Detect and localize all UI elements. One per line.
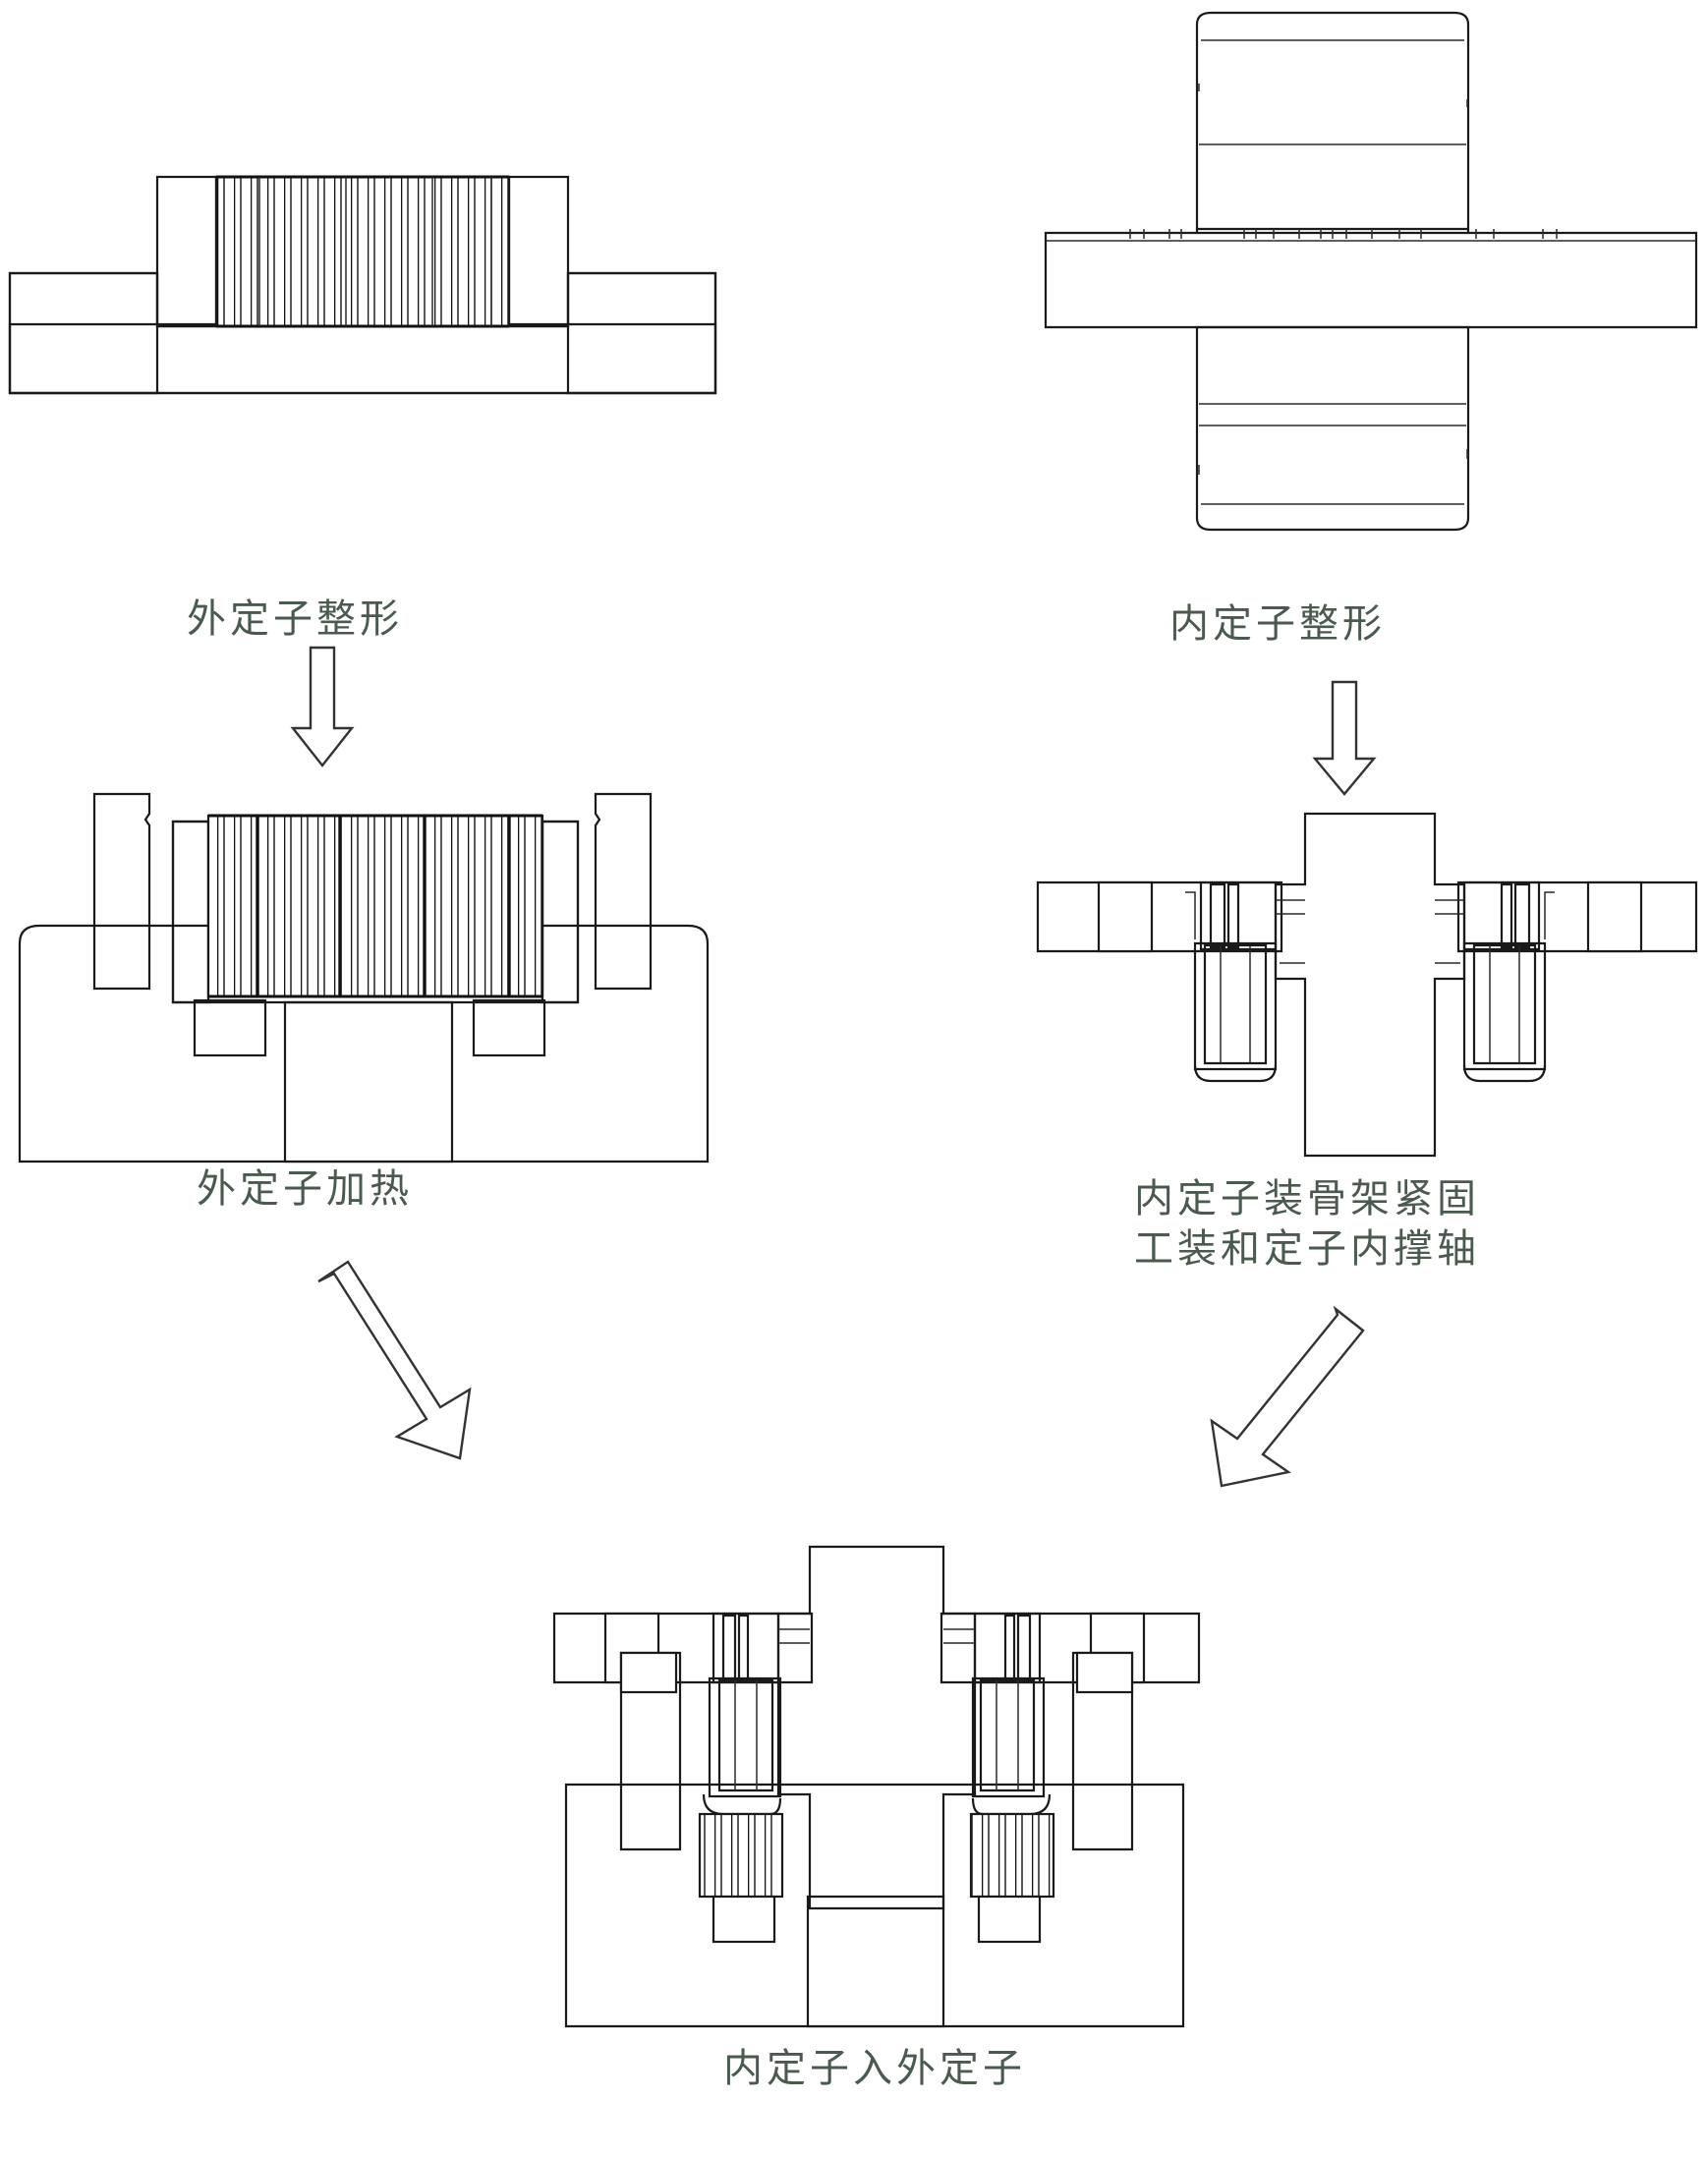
caption-outer-stator-heating: 外定子加热: [197, 1166, 413, 1212]
inner-stator-lower-body: [1195, 325, 1470, 532]
outer-housing-base: [564, 1783, 1185, 2028]
frame-fixture-plate-left: [1036, 880, 1283, 953]
plate-window-left: [1097, 880, 1154, 953]
caption-inner-stator-fixture: 内定子装骨架紧固 工装和定子内撑轴: [1134, 1176, 1480, 1273]
diagonal-arrow-glyph: [317, 1260, 472, 1460]
caption-outer-stator-shaping: 外定子整形: [187, 596, 403, 642]
flange-slot-ticks: [1129, 229, 1558, 239]
stack-foot-left: [712, 1895, 776, 1944]
die-base-right: [566, 271, 717, 395]
column-notch-right: [1075, 1651, 1134, 1694]
inner-stator-fixture-drawing: [1036, 812, 1698, 1158]
stator-pack-left: [1185, 880, 1278, 1083]
die-base-left: [8, 271, 159, 395]
arrow-heating-to-assembly: [285, 1248, 511, 1484]
caption-inner-stator-shaping: 内定子整形: [1169, 601, 1386, 647]
figure-inner-into-outer: [531, 1504, 1219, 2034]
diagonal-arrow-glyph: [1210, 1305, 1365, 1488]
caption-inner-into-outer: 内定子入外定子: [723, 2046, 1026, 2091]
inner-lamination-right: [971, 1814, 1053, 1897]
inner-into-outer-drawing: [552, 1545, 1201, 2028]
pocket-left: [193, 998, 267, 1057]
inner-stator-upper-body: [1195, 11, 1470, 231]
frame-fixture-plate-right: [1456, 880, 1698, 953]
inner-stator-flange-plate: [1044, 231, 1698, 329]
stack-foot-right: [977, 1895, 1042, 1944]
assembled-inner-shaft: [776, 1545, 977, 1910]
inner-support-shaft: [1274, 812, 1466, 1158]
stator-lamination-stack: [216, 177, 509, 326]
clamp-jaw-left: [92, 792, 151, 991]
stator-pack-right: [1462, 880, 1555, 1083]
down-arrow-glyph: [290, 646, 355, 767]
heating-fixture-base: [18, 924, 710, 1164]
arrow-outer-shaping-to-heating: [275, 644, 370, 769]
stator-seat-right: [541, 820, 580, 1004]
figure-outer-stator-heating: [0, 757, 727, 1169]
fixture-center-bore: [283, 1000, 454, 1164]
assembly-center-bore: [806, 1895, 945, 2028]
outer-stator-heating-drawing: [18, 792, 710, 1164]
inner-stator-shaping-drawing: [1044, 11, 1698, 532]
housing-plate-left: [552, 1612, 814, 1684]
arrow-inner-shaping-to-fixture: [1297, 678, 1392, 798]
inner-lamination-left: [700, 1814, 782, 1897]
outer-stator-shaping-drawing: [8, 175, 717, 395]
clamp-jaw-right: [594, 792, 653, 991]
die-base-bridge: [8, 322, 717, 395]
pocket-right: [472, 998, 546, 1057]
die-wall-right: [507, 175, 570, 328]
down-arrow-glyph: [1312, 680, 1377, 796]
stator-seat-left: [171, 820, 210, 1004]
heated-stator-lamination-stack: [208, 816, 542, 996]
figure-inner-stator-fixture: [1002, 786, 1708, 1179]
column-notch-left: [619, 1651, 678, 1694]
arrow-fixture-to-assembly: [1165, 1287, 1391, 1504]
figure-inner-stator-shaping: [1032, 5, 1708, 555]
assembled-stack-right: [969, 1612, 1055, 1944]
figure-outer-stator-shaping: [0, 157, 727, 590]
plate-window-right: [1586, 880, 1643, 953]
die-wall-left: [155, 175, 218, 328]
housing-plate-right: [939, 1612, 1201, 1684]
assembled-stack-left: [698, 1612, 784, 1944]
